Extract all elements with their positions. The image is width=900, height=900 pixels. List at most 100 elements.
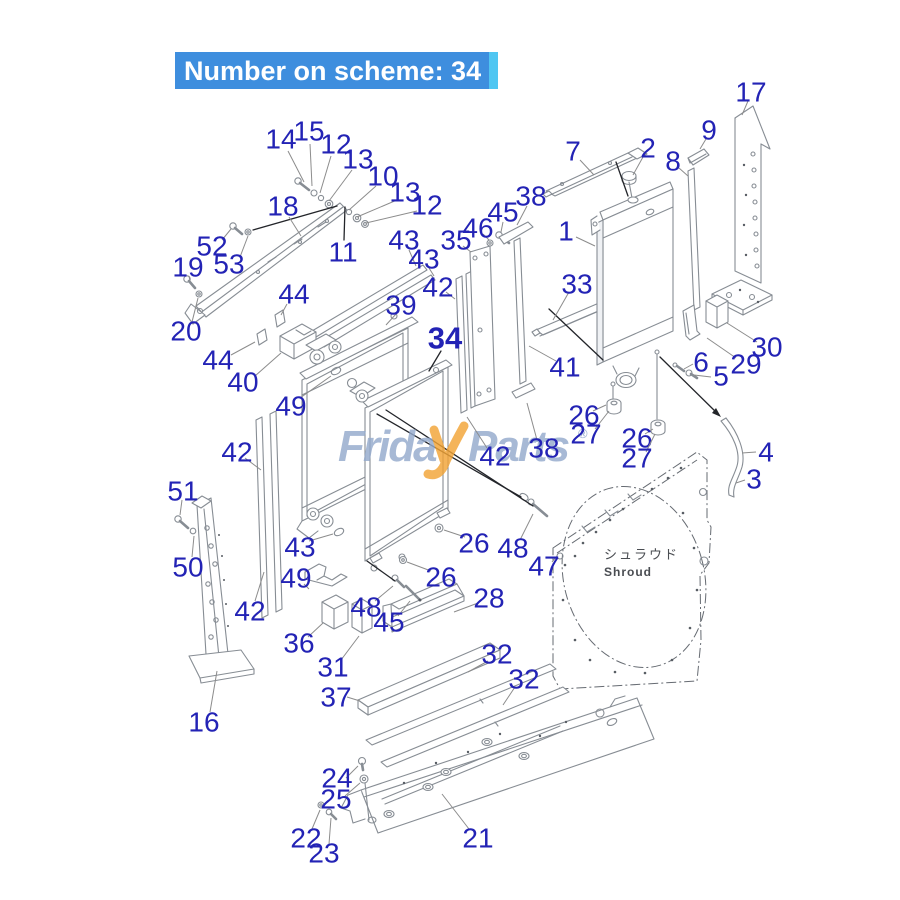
leader-line: [309, 143, 313, 187]
leader-line: [328, 817, 332, 845]
bolts-52-53: [229, 222, 252, 236]
part-label-15: 15: [293, 116, 324, 147]
part-label-19: 19: [172, 252, 203, 283]
letter-y-swoosh-icon: [423, 421, 469, 480]
part-label-16: 16: [188, 707, 219, 738]
part-label-32: 32: [508, 664, 539, 695]
part-label-40: 40: [227, 367, 258, 398]
part-label-13: 13: [389, 177, 420, 208]
leader-line: [683, 363, 694, 370]
watermark: Frida Parts ®: [338, 421, 588, 480]
leader-line: [645, 433, 656, 453]
part-label-48: 48: [350, 592, 381, 623]
leader-line: [466, 416, 488, 449]
part-label-3: 3: [746, 464, 762, 495]
leader-line: [311, 809, 321, 830]
wedges-44: [256, 309, 286, 346]
leader-line: [482, 233, 490, 241]
leader-line: [632, 156, 644, 176]
part-label-52: 52: [196, 231, 227, 262]
leader-line: [516, 205, 528, 226]
part-label-12: 12: [411, 190, 442, 221]
leader-line: [526, 402, 538, 441]
part-label-6: 6: [693, 347, 709, 378]
bolt-19-washer-20: [183, 275, 203, 298]
part-label-38: 38: [515, 181, 546, 212]
part-label-13: 13: [342, 144, 373, 175]
leader-line: [699, 138, 707, 150]
part-label-22: 22: [290, 823, 321, 854]
leader-line: [191, 535, 195, 558]
part-label-10: 10: [367, 161, 398, 192]
blocks-49-36-31: [304, 563, 373, 634]
hose-3-4: [720, 417, 744, 498]
leader-line: [288, 216, 302, 237]
leader-line: [592, 404, 607, 412]
leader-line: [303, 583, 310, 590]
part-label-42: 42: [479, 441, 510, 472]
leader-line: [528, 345, 557, 362]
part-label-50: 50: [172, 552, 203, 583]
part-label-29: 29: [730, 349, 761, 380]
part-label-48: 48: [497, 533, 528, 564]
leader-line: [254, 352, 282, 377]
part-label-53: 53: [213, 249, 244, 280]
banner: Number on scheme: 34: [175, 52, 498, 89]
seal-strips-42-left: [255, 410, 283, 619]
part-label-25: 25: [320, 784, 351, 815]
part-label-5: 5: [713, 361, 729, 392]
leader-line: [209, 670, 218, 713]
part-label-27: 27: [570, 419, 601, 450]
side-bracket-16: [174, 495, 255, 684]
strips-8-9: [687, 148, 710, 311]
leader-line: [319, 155, 332, 194]
part-label-18: 18: [267, 191, 298, 222]
leader-line: [356, 199, 398, 218]
leader-line: [239, 235, 249, 258]
part-label-2: 2: [640, 133, 656, 164]
part-label-39: 39: [385, 290, 416, 321]
bottom-plate-21: [340, 695, 655, 834]
part-label-37: 37: [320, 682, 351, 713]
part-label-11: 11: [328, 237, 357, 268]
part-label-12: 12: [320, 129, 351, 160]
leader-line: [693, 374, 712, 378]
part-label-41: 41: [549, 352, 580, 383]
leader-line: [502, 686, 516, 706]
part-label-14: 14: [265, 124, 296, 155]
part-label-38: 38: [528, 433, 559, 464]
part-label-42: 42: [234, 596, 265, 627]
fan-shroud: シュラウド Shroud: [552, 451, 712, 690]
part-label-9: 9: [701, 115, 717, 146]
leader-line: [575, 236, 596, 247]
part-label-8: 8: [665, 146, 681, 177]
part-label-49: 49: [280, 563, 311, 594]
leader-line: [706, 337, 737, 359]
part-label-30: 30: [751, 332, 782, 363]
leader-line: [348, 185, 377, 211]
leader-line: [741, 451, 757, 454]
leader-line: [344, 782, 361, 797]
pin-48-45: [391, 574, 422, 602]
leader-line: [428, 267, 435, 277]
leader-line: [406, 561, 432, 572]
part-label-26: 26: [568, 400, 599, 431]
part-label-4: 4: [758, 437, 774, 468]
part-label-26: 26: [425, 562, 456, 593]
leader-line: [445, 291, 456, 300]
watermark-text-right: Parts: [468, 422, 569, 471]
leader-line: [308, 533, 334, 542]
part-label-26: 26: [458, 528, 489, 559]
top-bar-7: [542, 147, 648, 198]
part-label-46: 46: [462, 213, 493, 244]
leader-line: [365, 210, 418, 224]
part-label-42: 42: [221, 437, 252, 468]
leader-line: [644, 428, 654, 435]
part-label-1: 1: [558, 216, 574, 247]
leader-line: [230, 341, 256, 356]
shroud-label-en: Shroud: [604, 565, 652, 579]
part-label-28: 28: [473, 583, 504, 614]
leader-line: [519, 513, 534, 541]
leader-line: [397, 600, 411, 617]
